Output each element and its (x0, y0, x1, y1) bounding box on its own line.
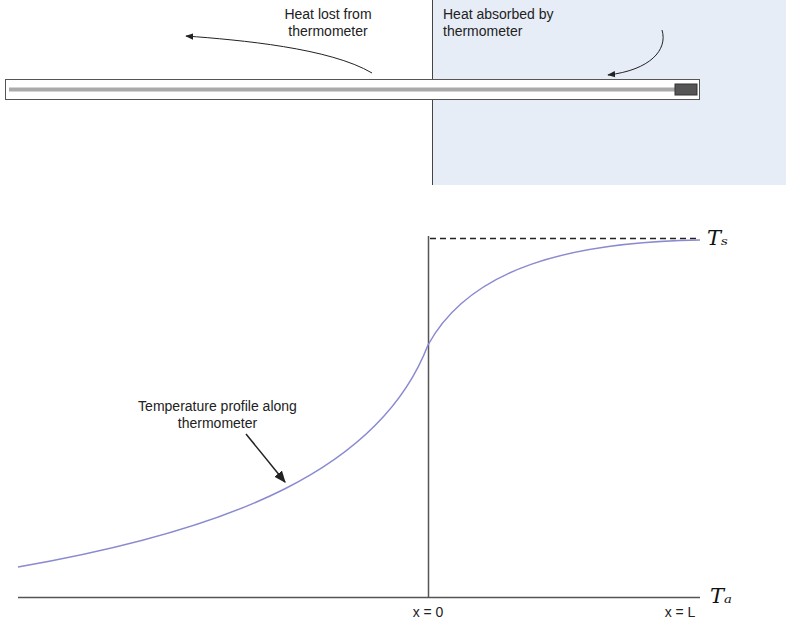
y-axis (428, 236, 430, 597)
heat-gain-arrow (608, 30, 663, 75)
x-end-label: x = L (650, 604, 710, 621)
x-origin-label: x = 0 (398, 604, 458, 621)
thermometer-capillary (9, 88, 678, 92)
heat-gain-label: Heat absorbed by thermometer (443, 6, 563, 40)
ta-symbol: Tₐ (710, 584, 760, 608)
thermometer-bulb (675, 84, 697, 95)
ts-symbol: Tₛ (707, 226, 757, 250)
ts-asymptote (430, 238, 700, 240)
x-axis (18, 597, 700, 599)
heat-loss-label: Heat lost from thermometer (263, 6, 393, 40)
heat-loss-arrow (186, 36, 372, 73)
curve-label: Temperature profile along thermometer (130, 398, 305, 432)
leader-arrow (246, 434, 285, 482)
thermometer-tube (6, 80, 700, 100)
temperature-curve (18, 240, 700, 567)
